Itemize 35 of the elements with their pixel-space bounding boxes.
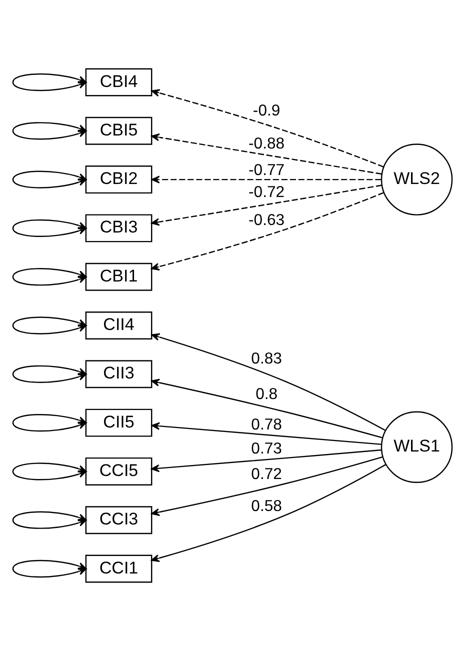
- node-box: CII4: [85, 311, 152, 339]
- arrow: [151, 448, 382, 472]
- node-circle: WLS1: [380, 410, 453, 482]
- edge-label: 0.72: [251, 466, 282, 483]
- edge-label: 0.83: [251, 350, 282, 368]
- arrow: [151, 332, 386, 431]
- node-box: CII3: [85, 360, 152, 388]
- arrow: [151, 132, 382, 174]
- arrow: [151, 422, 382, 444]
- arrow: [151, 88, 384, 167]
- edge-label: 0.73: [251, 440, 282, 458]
- node-box: CBI2: [85, 165, 152, 194]
- edge-label: -0.88: [248, 134, 285, 152]
- node-box: CCI5: [85, 456, 152, 485]
- arrow: [151, 175, 382, 183]
- arrow: [151, 192, 384, 270]
- arrow: [151, 378, 383, 438]
- arrow: [151, 456, 383, 516]
- node-box: CII5: [85, 408, 152, 436]
- node-box: CBI3: [85, 214, 152, 242]
- node-box: CCI3: [85, 506, 152, 534]
- arrow: [151, 464, 386, 562]
- edge-label: 0.8: [256, 385, 278, 402]
- edge-label: 0.58: [251, 497, 282, 514]
- node-box: CCI1: [85, 554, 152, 582]
- arrow: [151, 184, 382, 226]
- node-box: CBI5: [85, 116, 152, 144]
- node-box: CBI4: [85, 68, 152, 96]
- edge-label: -0.77: [248, 162, 285, 179]
- node-circle: WLS2: [380, 143, 453, 215]
- edge-label: -0.72: [248, 184, 285, 201]
- edge-label: -0.9: [252, 102, 280, 120]
- node-box: CBI1: [85, 262, 152, 290]
- edge-label: 0.78: [251, 416, 282, 433]
- edge-label: -0.63: [248, 212, 285, 229]
